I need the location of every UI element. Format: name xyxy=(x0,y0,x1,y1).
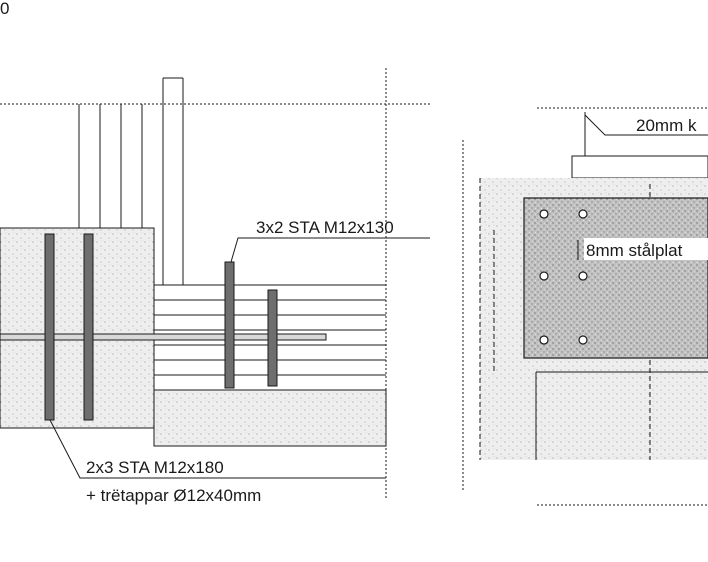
bolt-hole xyxy=(578,335,588,345)
label-plate-8: 8mm stålplat xyxy=(586,241,683,260)
leader-upper xyxy=(230,237,430,263)
leader-20mm xyxy=(584,114,708,136)
bolt-hole xyxy=(539,209,549,219)
vertical-planks xyxy=(78,77,184,285)
label-thickness-20: 20mm k xyxy=(636,116,697,135)
left-concrete-block xyxy=(0,227,155,429)
bolt-holes xyxy=(539,209,588,345)
label-bolts-upper: 3x2 STA M12x130 xyxy=(256,218,394,237)
label-bolts-lower-2: + trëtappar Ø12x40mm xyxy=(86,486,261,505)
bolt-hole xyxy=(578,209,588,219)
steel-plate xyxy=(523,197,708,359)
bolts-group xyxy=(44,233,278,421)
left-section-view: 3x2 STA M12x130 2x3 STA M12x180 + trëtap… xyxy=(0,68,430,505)
bolt-hole xyxy=(578,271,588,281)
bolt-hole xyxy=(539,335,549,345)
bolt-3 xyxy=(224,261,235,389)
bolt-hole xyxy=(539,271,549,281)
leader-lower xyxy=(49,419,386,479)
page-mark: 0 xyxy=(0,0,9,18)
lower-concrete-block xyxy=(153,389,387,447)
bolt-2 xyxy=(83,233,94,421)
label-bolts-lower-1: 2x3 STA M12x180 xyxy=(86,458,224,477)
bolt-1 xyxy=(44,233,55,421)
steel-plate-horizontal xyxy=(0,333,327,341)
upper-beam xyxy=(571,155,708,179)
bolt-4 xyxy=(267,289,278,387)
right-elevation-view: 8mm stålplat 20mm k xyxy=(462,107,708,506)
